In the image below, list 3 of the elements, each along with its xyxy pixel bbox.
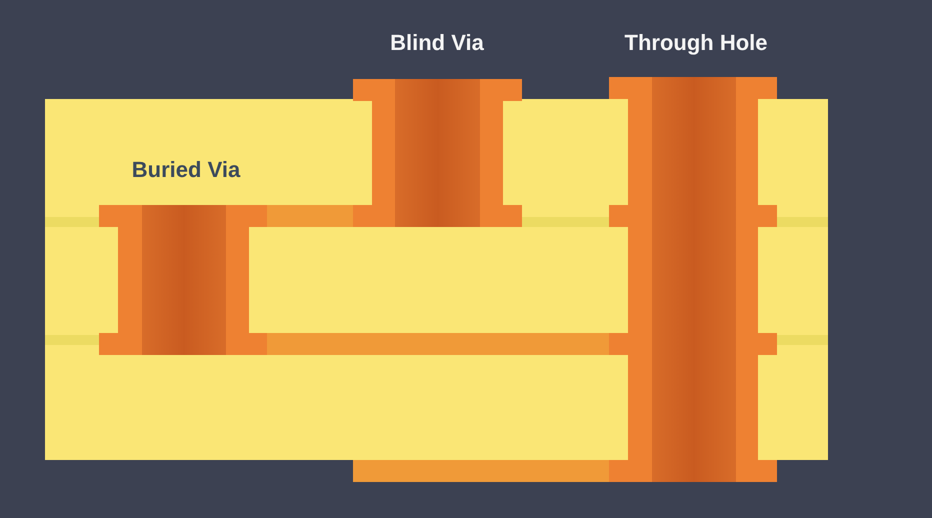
via-label: Through Hole (624, 30, 768, 56)
via-label: Blind Via (390, 30, 484, 56)
via-label: Buried Via (132, 158, 240, 182)
